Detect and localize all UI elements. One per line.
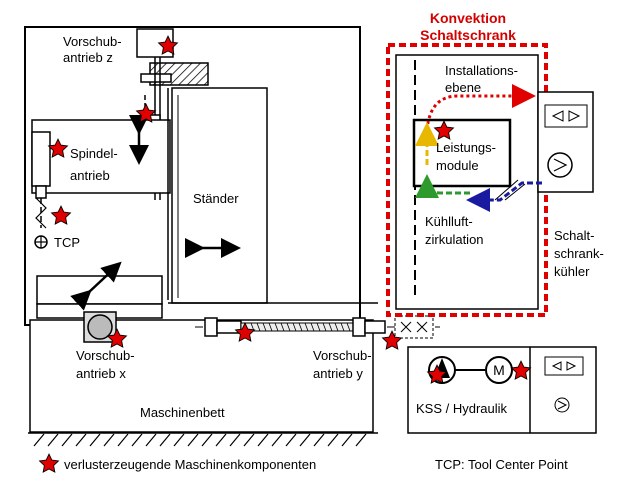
svg-text:Leistungs-module: Leistungs-module [436,140,496,173]
column [171,87,268,304]
label-cooler-1: Schalt- [554,228,594,243]
motor-icon: M [485,356,513,384]
pump-icon [554,397,570,413]
label-power-modules-1: Leistungs- [436,140,496,155]
legend-star-text: verlusterzeugende Maschinenkomponenten [64,457,316,472]
tcp-crosshair-icon [34,235,48,249]
label-spindle-2: antrieb [70,168,110,183]
label-convection-1: Konvektion [430,10,506,26]
svg-text:Vorschub-antrieb x: Vorschub-antrieb x [76,348,135,381]
label-spindle-1: Spindel- [70,146,118,161]
pump-icon [547,152,573,178]
ground-hatch [28,432,378,447]
feed-drive-y [195,315,440,339]
fan-icon [544,104,588,128]
svg-text:Spindel-antrieb: Spindel-antrieb [70,146,118,183]
label-kss-hydraulic: KSS / Hydraulik [416,401,508,416]
label-feed-y-1: Vorschub- [313,348,372,363]
legend-tcp-text: TCP: Tool Center Point [435,457,568,472]
double-arrow-icon [70,261,122,311]
machine-table [36,275,163,305]
label-feed-x-2: antrieb x [76,366,126,381]
machine-bed [29,319,374,433]
cool-air-arrow-green [415,174,470,199]
label-feed-y-2: antrieb y [313,366,363,381]
label-cooler-2: schrank- [554,246,604,261]
star-icon [39,453,59,473]
fan-icon [544,356,584,376]
label-feed-z-1: Vorschub- [63,34,122,49]
svg-text:Schalt-schrank-kühler: Schalt-schrank-kühler [554,228,604,279]
svg-text:Vorschub-antrieb y: Vorschub-antrieb y [313,348,372,381]
svg-text:Kühlluft-zirkulation: Kühlluft-zirkulation [425,214,484,247]
label-cooling-2: zirkulation [425,232,484,247]
motor-label: M [493,362,505,378]
label-tcp: TCP [54,235,80,250]
star-icon [51,205,71,225]
feed-drive-x [83,311,117,343]
svg-text:Vorschub-antrieb z: Vorschub-antrieb z [63,34,122,65]
label-column: Ständer [193,191,239,206]
label-cooling-1: Kühlluft- [425,214,473,229]
label-feed-x-1: Vorschub- [76,348,135,363]
label-installation-1: Installations- [445,63,518,78]
label-cooler-3: kühler [554,264,590,279]
label-feed-z-2: antrieb z [63,50,113,65]
label-convection-2: Schaltschrank [420,27,516,43]
label-power-modules-2: module [436,158,479,173]
label-machine-bed: Maschinenbett [140,405,225,420]
label-installation-2: ebene [445,80,481,95]
cold-air-arrow-blue [466,181,542,212]
svg-text:Installations-ebene: Installations-ebene [445,63,518,95]
